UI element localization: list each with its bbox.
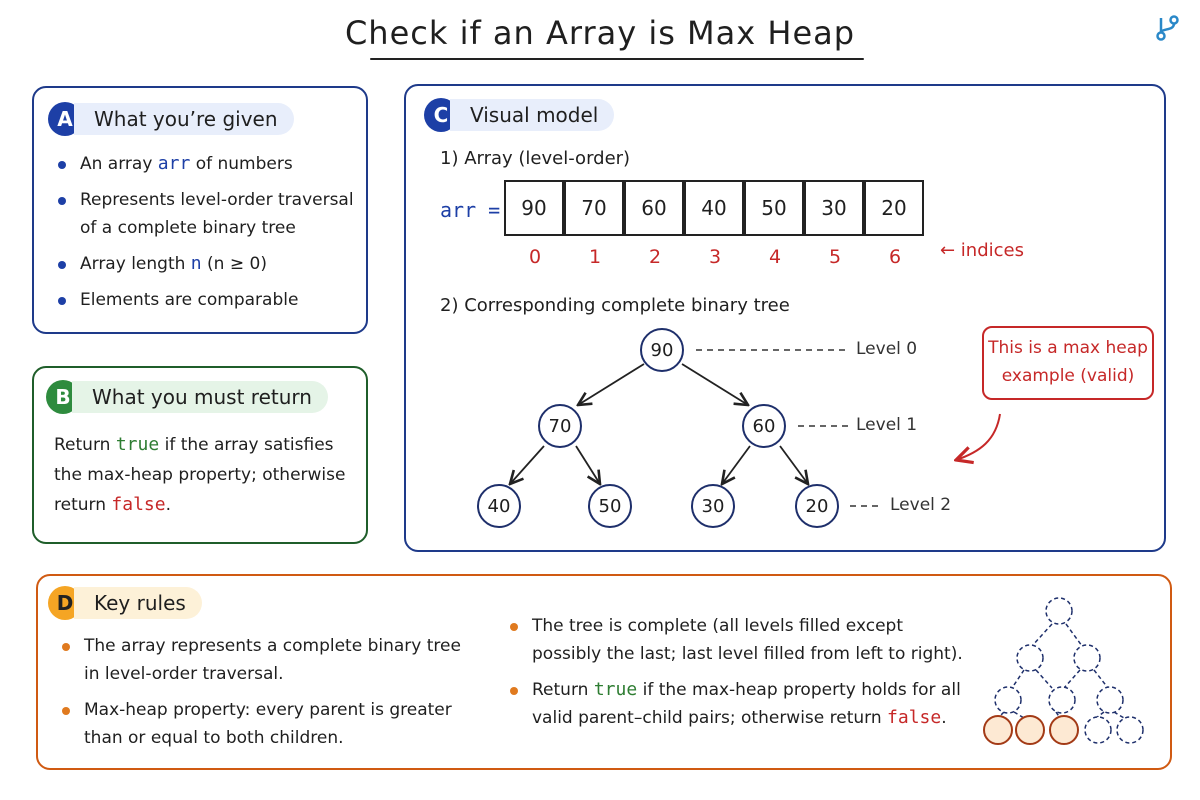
tree-edge [575,445,600,484]
page-title: Check if an Array is Max Heap [344,14,856,52]
tree-node: 30 [691,484,735,528]
array-cell: 40 [684,180,744,236]
panel-d-title: Key rules [74,587,202,619]
rules-list-left: The array represents a complete binary t… [58,632,478,760]
list-item: Max-heap property: every parent is great… [58,696,478,752]
array-index: 6 [888,246,902,268]
panel-return: B What you must return Return true if th… [32,366,368,544]
given-list: An array arr of numbers Represents level… [54,150,360,322]
tree-node: 40 [477,484,521,528]
rules-list-right: The tree is complete (all levels filled … [506,612,966,740]
list-item: Return true if the max-heap property hol… [506,676,966,732]
callout-arrow [956,413,1001,460]
list-item: Array length n (n ≥ 0) [54,250,360,278]
list-item: Represents level-order traversal of a co… [54,186,360,242]
tree-node: 70 [538,404,582,448]
tree-edge [510,445,545,484]
mini-tree-node-filled [1015,715,1045,745]
mini-tree-node [1096,686,1124,714]
tree-node: 50 [588,484,632,528]
array-index: 5 [828,246,842,268]
tree-node: 90 [640,328,684,372]
array-subheading: 1) Array (level-order) [440,148,631,169]
array-index: 4 [768,246,782,268]
level-label: Level 2 [890,495,952,515]
mini-tree-node [1045,597,1073,625]
mini-tree-node [1048,686,1076,714]
panel-d-header: D Key rules [48,586,202,620]
mini-tree-edge [1013,711,1025,719]
mini-tree-edge [1011,669,1025,689]
mini-tree-node-filled [1049,715,1079,745]
tree-edge [722,445,751,484]
mini-tree-edge [1065,623,1083,647]
git-branch-icon [1156,15,1179,41]
panel-c-header: C Visual model [424,98,615,132]
array-cell: 50 [744,180,804,236]
mini-tree-node [1116,716,1144,744]
level-label: Level 1 [856,415,918,435]
list-item: Elements are comparable [54,286,360,314]
array-cell: 30 [804,180,864,236]
panel-given: A What you’re given An array arr of numb… [32,86,368,334]
mini-tree-edge [1095,711,1105,719]
panel-key-rules: D Key rules The array represents a compl… [36,574,1172,770]
mini-tree-edge [1093,669,1109,689]
tree-node: 20 [795,484,839,528]
tree-node: 60 [742,404,786,448]
array-cell: 20 [864,180,924,236]
level-label: Level 0 [856,339,918,359]
array-cell: 90 [504,180,564,236]
panel-visual-model: C Visual model [404,84,1166,552]
mini-tree-node [994,686,1022,714]
mini-tree-node [1016,644,1044,672]
tree-subheading: 2) Corresponding complete binary tree [440,295,790,316]
array-label: arr = [440,198,501,222]
mini-tree-node [1073,644,1101,672]
panel-a-header: A What you’re given [48,102,294,136]
mini-tree-edge [1031,623,1053,647]
array-index: 1 [588,246,602,268]
panel-a-title: What you’re given [74,103,294,135]
indices-label: ← indices [940,240,1024,261]
list-item: The array represents a complete binary t… [58,632,478,688]
title-underline [370,58,864,60]
max-heap-callout: This is a max heap example (valid) [982,326,1154,400]
array-index: 3 [708,246,722,268]
list-item: The tree is complete (all levels filled … [506,612,966,668]
mini-tree-node-filled [983,715,1013,745]
mini-tree-node [1084,716,1112,744]
return-description: Return true if the array satisfies the m… [54,434,346,515]
list-item: An array arr of numbers [54,150,360,178]
tree-edge [779,445,808,484]
array-cell: 70 [564,180,624,236]
panel-b-title: What you must return [72,381,328,413]
panel-c-title: Visual model [450,99,615,131]
array-index: 0 [528,246,542,268]
panel-b-header: B What you must return [46,380,328,414]
tree-edge [681,363,748,405]
tree-edge [578,363,645,405]
array-index: 2 [648,246,662,268]
array-cell: 60 [624,180,684,236]
mini-tree-edge [1113,711,1125,719]
mini-tree-edge [1055,711,1061,719]
